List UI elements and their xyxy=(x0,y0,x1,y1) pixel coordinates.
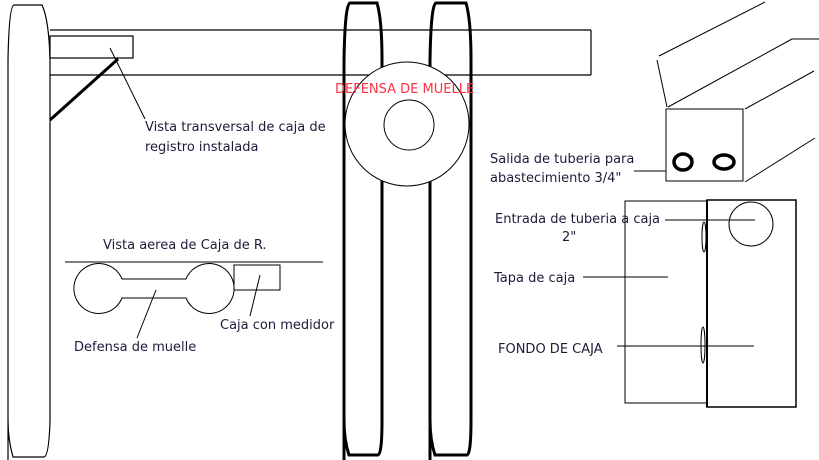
inlet-label-2: 2" xyxy=(562,230,576,245)
meter-box-label: Caja con medidor xyxy=(220,318,335,333)
fender-label: Defensa de muelle xyxy=(74,340,196,355)
fender-pillar-left xyxy=(342,1,384,460)
inlet-label-1: Entrada de tuberia a caja xyxy=(495,212,660,227)
cross-section-pointer xyxy=(109,47,146,120)
pipe-hole-right xyxy=(712,153,736,171)
meter-pointer xyxy=(249,274,261,317)
aerial-title: Vista aerea de Caja de R. xyxy=(103,238,267,253)
box-3d xyxy=(656,1,819,183)
hinge-top xyxy=(701,221,707,253)
cross-section-label-1: Vista transversal de caja de xyxy=(145,120,326,135)
lid-label: Tapa de caja xyxy=(493,271,575,286)
hinge-bottom xyxy=(700,326,706,364)
dumbbell-fender xyxy=(73,263,235,314)
left-pillar xyxy=(7,4,51,460)
fender-pointer xyxy=(136,289,157,339)
cross-section-label-2: registro instalada xyxy=(145,140,258,155)
support-brace xyxy=(48,57,120,122)
inlet-pipe-circle xyxy=(728,201,774,247)
bottom-label: FONDO DE CAJA xyxy=(498,342,603,357)
beam xyxy=(50,29,592,76)
fender-inner-circle xyxy=(383,99,435,151)
box-lid xyxy=(624,200,708,404)
fender-outer-circle xyxy=(344,61,470,187)
pipe-hole-left xyxy=(672,152,694,172)
outlet-label-2: abastecimiento 3/4" xyxy=(490,171,621,186)
fender-title: DEFENSA DE MUELLE xyxy=(335,82,474,97)
outlet-label-1: Salida de tuberia para xyxy=(490,152,634,167)
fender-pillar-right xyxy=(428,1,473,460)
box-bottom xyxy=(706,199,797,408)
meter-box xyxy=(233,264,281,291)
registry-box-cross-section xyxy=(49,35,134,59)
